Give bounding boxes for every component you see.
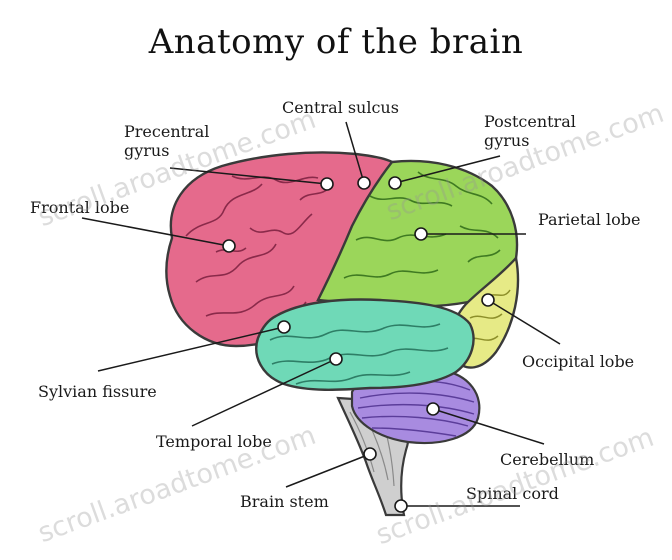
cerebellum-leader xyxy=(432,408,545,445)
brain-stem-dot xyxy=(363,447,377,461)
occipital-lobe-leader xyxy=(487,299,561,345)
label-occipital-lobe: Occipital lobe xyxy=(522,352,635,371)
frontal-lobe-dot xyxy=(222,239,236,253)
central-sulcus-leader xyxy=(345,121,365,184)
frontal-lobe-leader xyxy=(81,217,230,247)
occipital-lobe-dot xyxy=(481,293,495,307)
label-sylvian-fissure: Sylvian fissure xyxy=(38,382,157,401)
sylvian-fissure-dot xyxy=(277,320,291,334)
temporal-lobe-leader xyxy=(191,358,337,427)
label-precentral-gyrus: Precentral gyrus xyxy=(124,122,210,160)
label-postcentral-gyrus: Postcentral gyrus xyxy=(484,112,576,150)
parietal-lobe-gyri xyxy=(343,171,501,279)
label-cerebellum: Cerebellum xyxy=(500,450,595,469)
precentral-gyrus-leader xyxy=(169,167,328,185)
leader-lines xyxy=(81,121,561,507)
cerebellum-folia xyxy=(357,379,475,437)
label-temporal-lobe: Temporal lobe xyxy=(156,432,272,451)
sylvian-fissure-leader xyxy=(97,326,285,372)
brain-stem-leader xyxy=(285,453,371,488)
label-brain-stem: Brain stem xyxy=(240,492,329,511)
temporal-lobe-dot xyxy=(329,352,343,366)
postcentral-gyrus-dot xyxy=(388,176,402,190)
page-title: Anatomy of the brain xyxy=(148,22,524,62)
marker-dots xyxy=(222,176,495,513)
label-parietal-lobe: Parietal lobe xyxy=(538,210,641,229)
label-frontal-lobe: Frontal lobe xyxy=(30,198,130,217)
parietal-lobe-dot xyxy=(414,227,428,241)
temporal-lobe-shape xyxy=(255,298,475,391)
temporal-lobe-gyri xyxy=(269,323,449,385)
cerebellum-dot xyxy=(426,402,440,416)
label-spinal-cord: Spinal cord xyxy=(466,484,559,503)
central-sulcus-dot xyxy=(357,176,371,190)
precentral-gyrus-dot xyxy=(320,177,334,191)
postcentral-gyrus-leader xyxy=(394,155,501,184)
label-central-sulcus: Central sulcus xyxy=(282,98,399,117)
spinal-cord-dot xyxy=(394,499,408,513)
